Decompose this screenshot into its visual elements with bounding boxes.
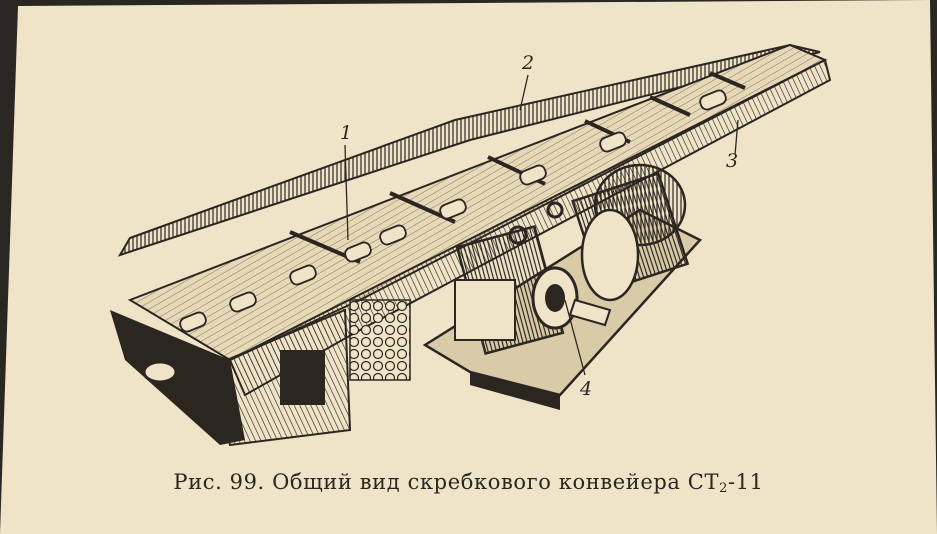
- chain-links: [179, 89, 727, 333]
- electric-motor: [571, 163, 690, 302]
- lifting-eye: [546, 201, 564, 219]
- tail-end-frame: [110, 310, 245, 445]
- scraper-conveyor-illustration: [110, 43, 832, 447]
- callout-1: 1: [340, 122, 353, 144]
- leader-lines: [344, 74, 739, 376]
- caption-suffix: -11: [727, 470, 764, 494]
- lifting-eye: [508, 225, 528, 245]
- coupling: [531, 266, 612, 330]
- tail-bracket: [142, 360, 178, 384]
- callout-3: 3: [726, 150, 739, 172]
- caption-subscript: 2: [719, 481, 728, 496]
- chain-cross-section: [349, 299, 411, 381]
- callout-4: 4: [580, 378, 593, 400]
- callout-2: 2: [522, 52, 535, 74]
- figure-caption: Рис. 99. Общий вид скребкового конвейера…: [0, 470, 937, 496]
- caption-text: Рис. 99. Общий вид скребкового конвейера…: [173, 470, 720, 494]
- gearbox: [454, 201, 565, 356]
